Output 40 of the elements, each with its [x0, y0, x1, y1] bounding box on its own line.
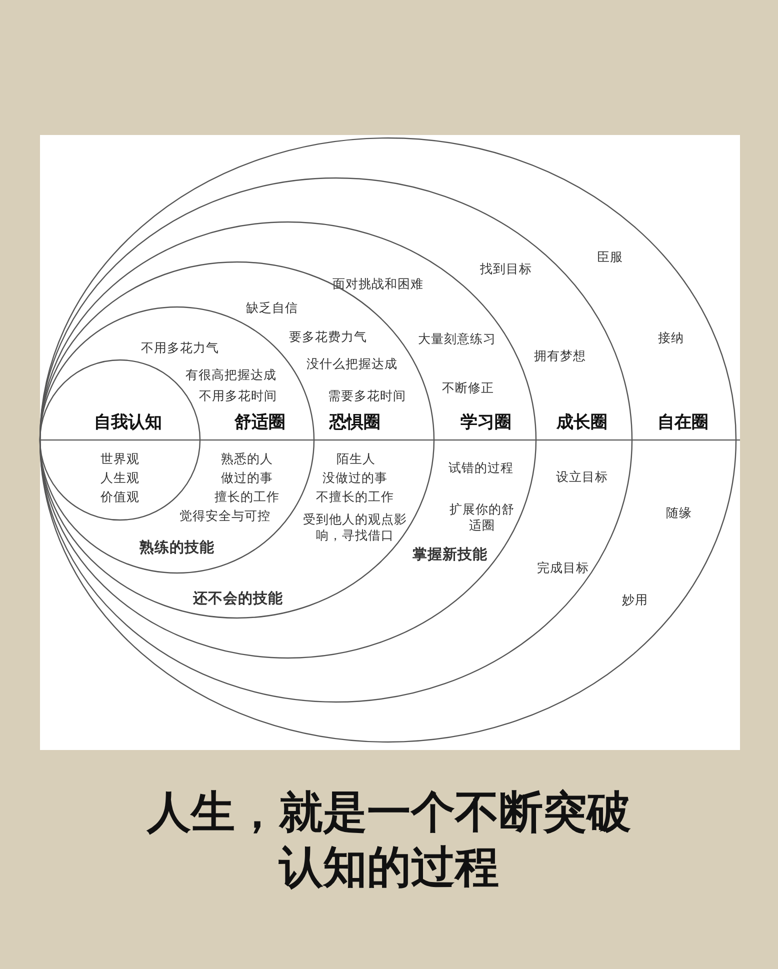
ring-note: 没什么把握达成 — [306, 356, 398, 372]
ring-note: 世界观 — [100, 451, 140, 467]
ring-note: 缺乏自信 — [246, 300, 298, 316]
ring-note: 不用多花力气 — [141, 340, 219, 356]
ring-note: 有很高把握达成 — [186, 367, 276, 383]
ring-note: 完成目标 — [537, 560, 589, 576]
ring-note: 找到目标 — [480, 261, 532, 277]
ring-title: 恐惧圈 — [330, 412, 380, 434]
skill-label: 掌握新技能 — [412, 546, 488, 564]
ring-note: 不断修正 — [442, 380, 494, 396]
ring-note: 陌生人 — [336, 451, 376, 467]
ring-note: 没做过的事 — [322, 470, 388, 486]
ring-note: 价值观 — [100, 489, 140, 505]
ring-note: 不用多花时间 — [199, 388, 277, 404]
ring-title: 舒适圈 — [234, 412, 286, 434]
ring-note: 要多花费力气 — [289, 329, 367, 345]
ring-note: 设立目标 — [556, 469, 608, 485]
caption: 人生，就是一个不断突破认知的过程 — [146, 786, 632, 895]
ring-note: 需要多花时间 — [328, 388, 406, 404]
ring-note: 妙用 — [622, 592, 648, 608]
ring-title: 自我认知 — [94, 412, 162, 434]
ring-note: 不擅长的工作 — [316, 489, 394, 505]
ring-note: 拥有梦想 — [534, 348, 586, 364]
ring-note: 大量刻意练习 — [418, 331, 496, 347]
ring-note: 擅长的工作 — [214, 489, 280, 505]
skill-label: 还不会的技能 — [193, 590, 283, 608]
ring-title: 成长圈 — [556, 412, 608, 434]
ring-note: 试错的过程 — [448, 460, 514, 476]
ring-note: 扩展你的舒适圈 — [448, 501, 516, 533]
ring-note: 随缘 — [666, 505, 692, 521]
ring-title: 学习圈 — [460, 412, 512, 434]
ring-note: 接纳 — [658, 330, 684, 346]
ring-note: 人生观 — [100, 470, 140, 486]
ring-note: 受到他人的观点影响，寻找借口 — [303, 511, 407, 543]
ring-note: 觉得安全与可控 — [180, 508, 270, 524]
ring-note: 做过的事 — [221, 470, 273, 486]
ring-note: 熟悉的人 — [221, 451, 273, 467]
skill-label: 熟练的技能 — [140, 538, 214, 558]
ring-title: 自在圈 — [658, 412, 708, 434]
ring-note: 臣服 — [597, 249, 623, 265]
